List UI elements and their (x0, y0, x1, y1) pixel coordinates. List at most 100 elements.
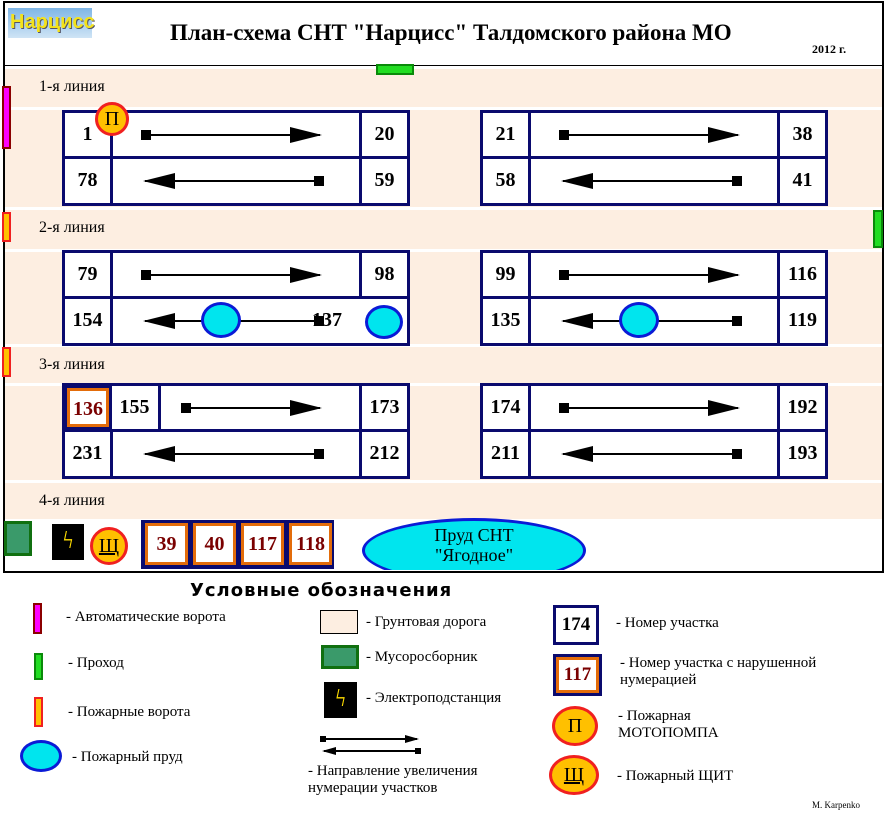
parcel-number: 79 (65, 253, 113, 296)
arrow-icon (561, 446, 742, 462)
parcel-number: 38 (777, 113, 825, 156)
pond-name-2: "Ягодное" (434, 545, 514, 565)
fire-pond-icon (365, 305, 403, 339)
arrow-start (559, 403, 569, 413)
arrow-icon (559, 267, 740, 283)
parcel-row-top: 136 173 155 (64, 385, 407, 432)
parcel-number: 20 (359, 113, 407, 156)
parcel-number: 58 (483, 159, 531, 205)
parcel-number: 231 (65, 432, 113, 478)
parcel-number: 154 (65, 299, 113, 345)
author: M. Karpenko (812, 800, 860, 810)
arrow-head (290, 400, 322, 416)
legend-fire-gate: - Пожарные ворота (68, 704, 191, 720)
arrow-start (141, 130, 151, 140)
legend-fire-pond: - Пожарный пруд (72, 749, 183, 765)
parcel-number: 98 (359, 253, 407, 296)
legend-direction: - Направление увеличения нумерации участ… (308, 763, 478, 796)
parcel-number: 137 (312, 299, 407, 345)
legend-dirt-road: - Грунтовая дорога (366, 614, 487, 630)
fire-pump-icon: П (552, 706, 598, 746)
arrow-icon (322, 747, 421, 755)
trash-bin-icon (321, 645, 359, 669)
arrow-icon (141, 127, 322, 143)
arrow-icon (143, 446, 324, 462)
road-line-3: 3-я линия (5, 344, 882, 386)
legend-pump: - Пожарная МОТОПОМПА (618, 708, 719, 741)
parcel-block: 79 98 154 137 (62, 250, 410, 346)
arrow-start (314, 449, 324, 459)
parcel-sample-icon: 174 (553, 605, 599, 645)
arrow-head (143, 446, 175, 462)
fire-pond-icon (619, 302, 659, 338)
arrow-head (143, 313, 175, 329)
arrow-start (732, 176, 742, 186)
page-title: План-схема СНТ "Нарцисс" Талдомского рай… (170, 20, 732, 45)
parcel-number: 99 (483, 253, 531, 296)
parcel-row-bottom: 154 137 (65, 299, 407, 345)
auto-gate-icon (33, 603, 42, 634)
parcel-row-top: 21 38 (483, 113, 825, 159)
arrow-start (141, 270, 151, 280)
legend-arrows (320, 730, 422, 760)
substation-icon: ϟ (324, 682, 357, 718)
trash-bin-icon (4, 521, 32, 556)
arrow-head (708, 400, 740, 416)
arrow-head (290, 267, 322, 283)
arrow-start (559, 130, 569, 140)
pond-yagodnoe: Пруд СНТ"Ягодное" (362, 518, 586, 570)
parcel-number: 173 (359, 386, 407, 429)
pond-name: Пруд СНТ (434, 525, 514, 545)
fire-gate-icon (2, 212, 11, 242)
parcel-number: 192 (777, 386, 825, 429)
bad-parcel-number: 40 (193, 523, 236, 565)
arrow-head (561, 446, 593, 462)
legend-pass: - Проход (68, 655, 124, 671)
parcel-row-bottom: 231 212 (65, 432, 407, 478)
arrow-start (732, 449, 742, 459)
arrow-head (405, 735, 419, 743)
arrow-icon (561, 173, 742, 189)
legend-trash: - Мусоросборник (366, 649, 478, 665)
arrow-start (314, 316, 324, 326)
road-label: 2-я линия (39, 219, 105, 236)
parcel-number: 212 (359, 432, 407, 478)
legend-title: Условные обозначения (190, 580, 453, 601)
parcel-number: 78 (65, 159, 113, 205)
bad-parcel-sample-icon: 117 (553, 654, 602, 696)
legend-auto-gate: - Автоматические ворота (66, 609, 226, 625)
legend-substation: - Электроподстанция (366, 690, 502, 706)
fire-pond-icon (20, 740, 62, 772)
year: 2012 г. (812, 42, 847, 56)
parcel-number: 136 (64, 385, 112, 430)
arrow-start (559, 270, 569, 280)
fire-shield-icon: Щ (549, 755, 599, 795)
fire-gate-icon (34, 697, 43, 727)
arrow-head (143, 173, 175, 189)
parcel-number: 211 (483, 432, 531, 478)
logo: Нарцисс (8, 8, 95, 38)
auto-gate-icon (2, 86, 11, 149)
legend-shield: - Пожарный ЩИТ (617, 768, 734, 784)
arrow-head (708, 127, 740, 143)
fire-gate-icon (2, 347, 11, 377)
arrow-icon (559, 127, 740, 143)
road-label: 1-я линия (39, 78, 105, 95)
parcel-number: 135 (483, 299, 531, 345)
parcel-number: 21 (483, 113, 531, 156)
arrow-icon (181, 400, 322, 416)
arrow-head (322, 747, 336, 755)
arrow-start (314, 176, 324, 186)
bad-parcel-number: 118 (289, 523, 332, 565)
arrow-start (732, 316, 742, 326)
parcel-number: 155 (111, 386, 161, 429)
road-line-2: 2-я линия (5, 207, 882, 252)
arrow-icon (559, 400, 740, 416)
